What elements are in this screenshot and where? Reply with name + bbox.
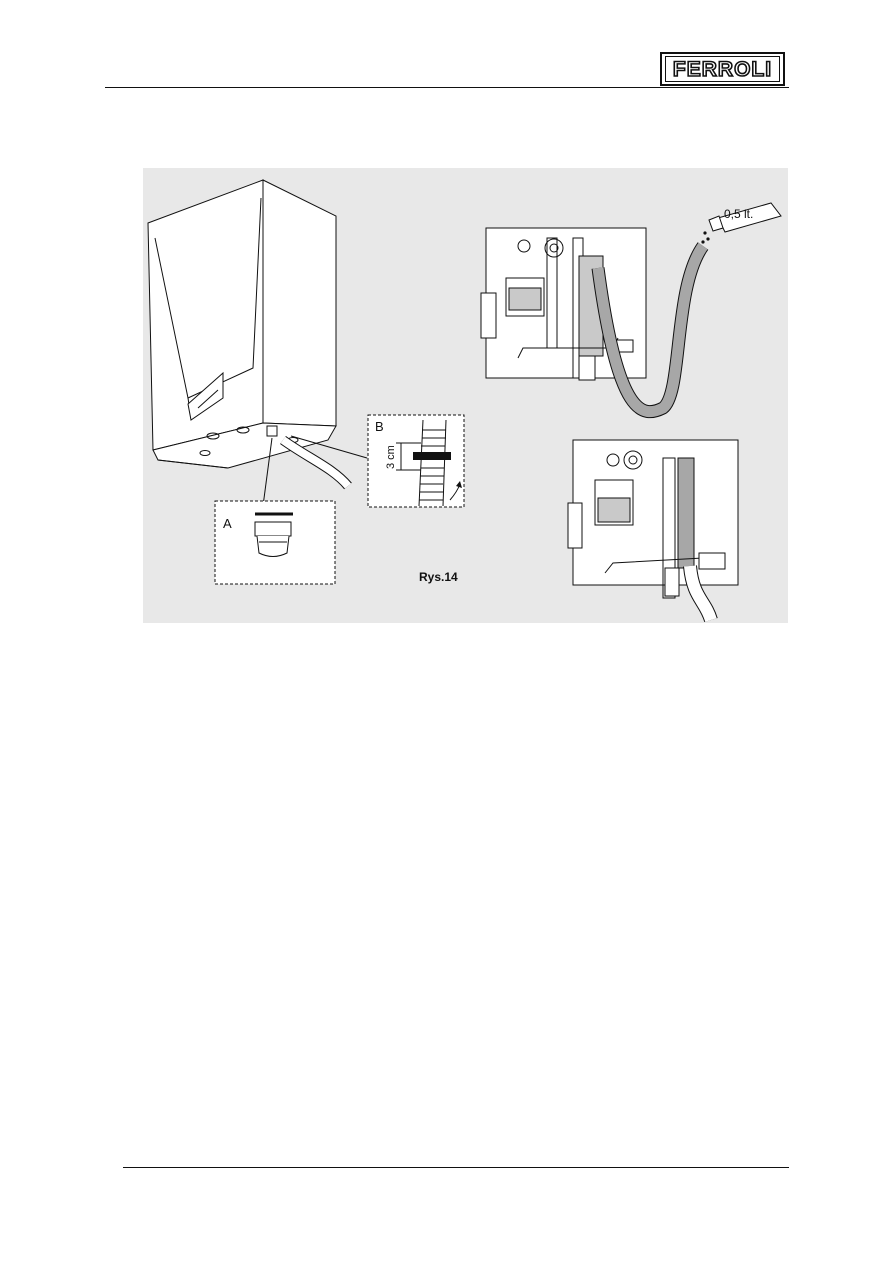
side-bracket	[480, 292, 497, 339]
leader-line-b	[290, 435, 368, 459]
boiler-display-line	[197, 389, 219, 409]
expansion-vessel-hatch	[508, 287, 542, 311]
siphon-filled-view	[567, 439, 739, 599]
dimension-label: 3 cm	[385, 445, 397, 469]
siphon-outlet	[266, 425, 278, 437]
leader-line-a	[262, 437, 273, 507]
header-rule	[105, 87, 789, 88]
inset-b: B 3 cm	[367, 414, 465, 508]
condensate-trap-2	[698, 552, 726, 570]
hose-edge-left	[418, 419, 424, 507]
valve-top-left	[517, 239, 531, 253]
inset-b-label: B	[375, 419, 384, 434]
inset-b-frame	[367, 414, 465, 508]
boiler-fitting-3	[199, 450, 211, 456]
drain-hose-2-fill	[684, 565, 717, 622]
logo-text: FERROLI	[672, 57, 773, 81]
valve-inner	[549, 243, 559, 253]
inset-a-cap-top	[254, 521, 292, 537]
rotation-arrow-head	[456, 481, 462, 488]
ferroli-logo: FERROLI	[660, 52, 785, 86]
outlet-pipe-left	[664, 567, 680, 597]
valve-inner-2	[628, 455, 638, 465]
boiler-fitting-1	[206, 432, 220, 440]
figure-caption: Rys.14	[419, 570, 458, 584]
footer-rule	[123, 1167, 789, 1168]
water-drop	[706, 237, 710, 241]
hose-edge-right	[442, 419, 447, 507]
valve-top-right-2	[623, 450, 643, 470]
water-drop	[703, 231, 707, 235]
siphon-outlet-pipe	[578, 355, 596, 381]
hose-clamp	[413, 452, 451, 460]
drain-hose-fill	[280, 436, 352, 489]
pipe-vertical-3	[662, 457, 676, 599]
water-drop	[701, 240, 705, 244]
water-bottle: 0,5 lt.	[701, 202, 782, 244]
technical-illustration: A B	[143, 168, 788, 623]
valve-top-right	[544, 238, 564, 258]
inset-a-label: A	[223, 516, 232, 531]
side-bracket-2	[567, 502, 583, 549]
boiler-fitting-2	[236, 426, 250, 434]
boiler-display-panel	[187, 371, 224, 421]
ferroli-logo-inner-frame: FERROLI	[665, 56, 780, 82]
corrugated-hose	[418, 419, 447, 507]
expansion-vessel-hatch-2	[597, 497, 631, 523]
boiler-drawing	[147, 179, 368, 507]
valve-top-left-2	[606, 453, 620, 467]
boiler-bottom-edge	[157, 459, 229, 469]
inset-a: A	[214, 500, 336, 585]
inset-a-cap-body	[256, 535, 290, 557]
volume-label: 0,5 lt.	[724, 207, 753, 221]
figure-canvas: A B	[143, 168, 788, 623]
pipe-bottom-run-2	[604, 557, 704, 574]
bottle-neck	[708, 215, 724, 232]
filling-hose-liquid	[592, 242, 708, 418]
boiler-side-panel	[262, 179, 337, 427]
siphon-column-filled	[677, 457, 695, 569]
siphon-fill-view	[480, 227, 647, 381]
